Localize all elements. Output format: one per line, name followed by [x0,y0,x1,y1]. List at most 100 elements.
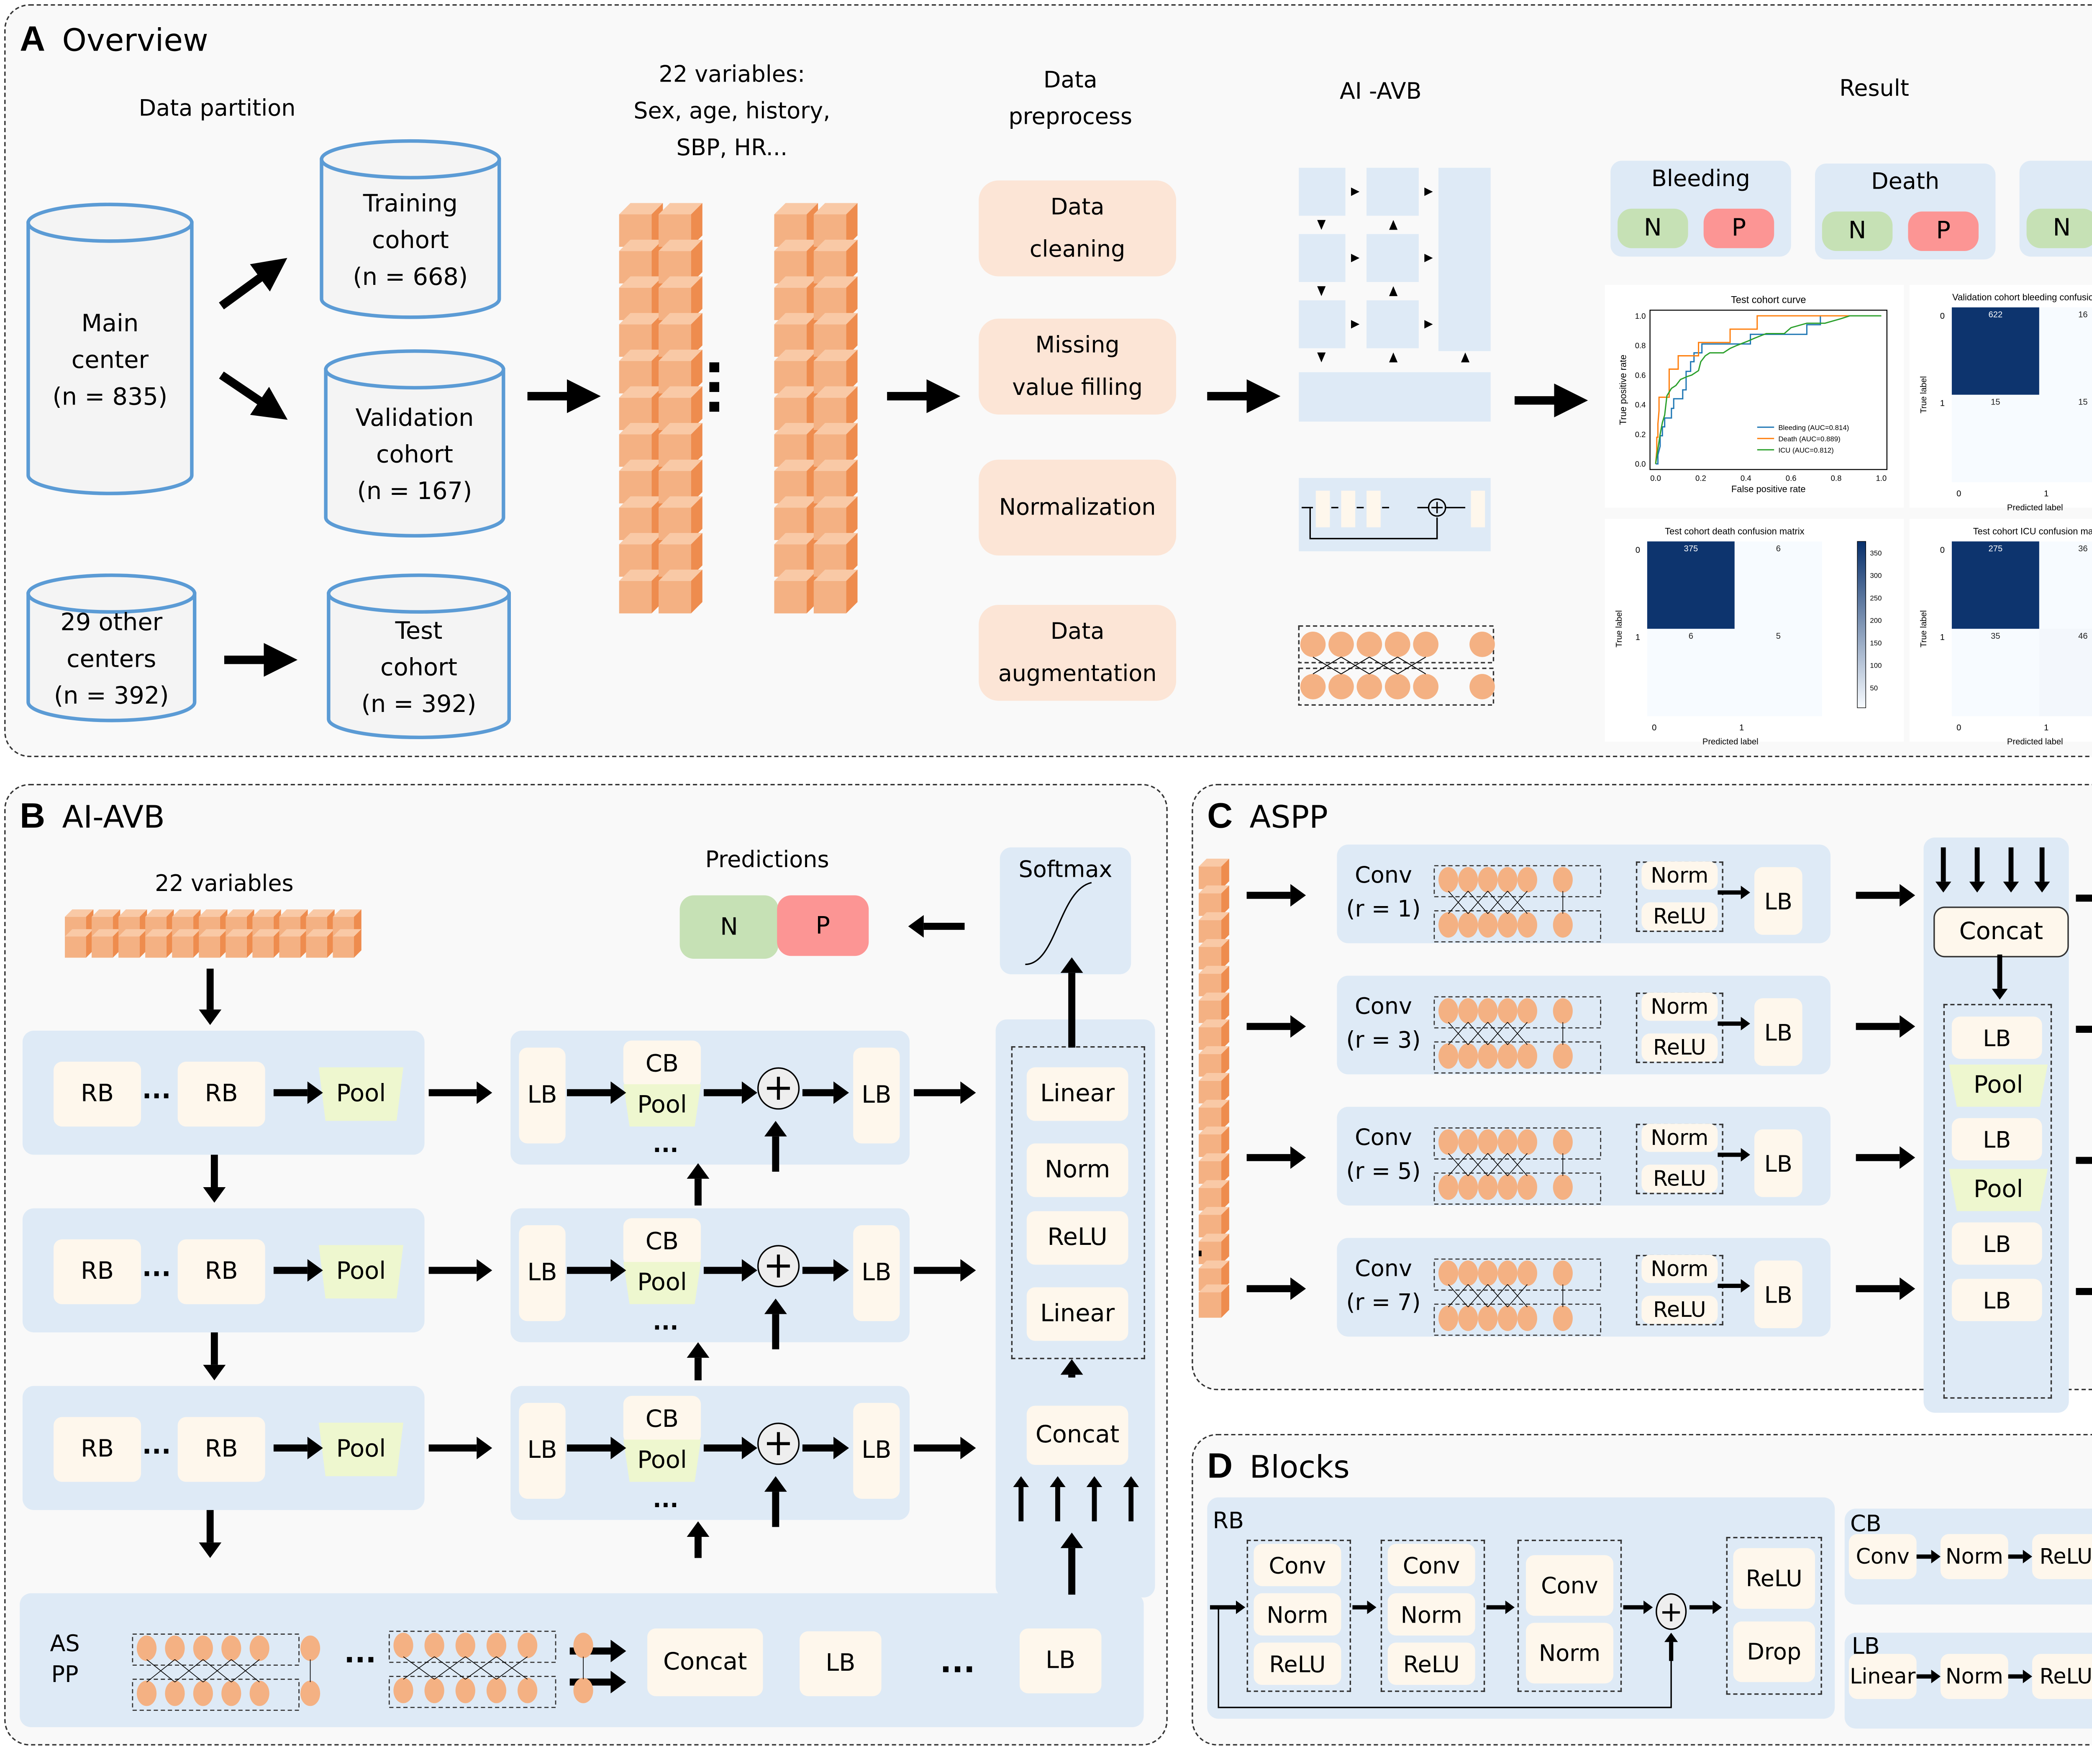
neuron-icon [1497,912,1518,938]
result-header: Result [1839,74,1909,102]
aspp-label-line: AS [50,1630,80,1657]
arrowhead-icon [741,1259,758,1282]
panel-letter: B [20,796,46,836]
arrowhead-icon [203,1365,226,1380]
variables-header-line: SBP, HR... [676,134,788,161]
arrowhead-icon [1060,957,1083,973]
cube-icon [1199,973,1221,996]
neuron-icon [1478,1043,1498,1069]
panel-c-arrows [1199,847,2092,1336]
matrix-cell [1951,307,2039,395]
chart-title: Test cohort death confusion matrix [1665,526,1804,536]
cube-icon [1199,1054,1221,1077]
cube-icon [199,936,220,958]
arrowhead-icon [960,1081,976,1104]
add-icon: + [757,1422,800,1465]
arrowhead-icon [307,1259,323,1282]
arrowhead-icon [2023,1669,2033,1683]
arrowhead-icon [908,915,924,938]
chart-title: Test cohort ICU confusion matrix [1973,526,2092,536]
cube-icon [774,581,807,614]
ellipsis: ... [653,1308,679,1335]
neuron-icon [486,1678,507,1703]
arrowhead-icon [687,1521,710,1537]
outcome-icu: ICUNP [2019,161,2092,257]
step-text: Missing [1035,331,1120,358]
neuron-icon [1497,1129,1518,1155]
ellipsis: ... [142,1075,171,1106]
arrowhead-icon [1935,881,1951,893]
panel-title: Blocks [1249,1451,1350,1486]
x-tick-label: 0.6 [1786,474,1797,482]
database-icon [327,573,511,740]
relu-block: ReLU [1641,1033,1718,1062]
matrix-cell [1951,394,2039,482]
y-tick-label: 1 [1636,633,1640,642]
rb-group-1 [1246,1539,1351,1692]
rb-block: RB [54,1062,141,1127]
cube-icon [1199,1080,1221,1103]
cube-icon [226,936,247,958]
neuron-icon [1517,912,1537,938]
ellipsis: ... [653,1131,679,1158]
neuron-icon [1478,1306,1498,1331]
conv-label: Conv [1355,992,1412,1019]
colorbar-tick: 350 [1870,549,1882,557]
lb-block: LB [853,1403,900,1499]
pool-block: Pool [623,1439,701,1482]
norm-block: Norm [1641,1124,1718,1152]
arrowhead-icon [1060,1359,1083,1375]
neuron-icon [1438,1260,1459,1286]
panel-title: Overview [62,24,208,59]
conv-rate-label: Conv(r = 7) [1334,1252,1433,1320]
rb-relu-out: ReLU [1733,1548,1815,1609]
neuron-icon [1328,674,1354,699]
neuron-icon [1458,998,1478,1024]
neuron-icon [165,1635,185,1661]
x-tick-label: 0.4 [1741,474,1751,482]
arrowhead-icon [764,1298,787,1314]
ellipsis: ... [142,1431,171,1461]
lb-block: LB [519,1047,566,1144]
cell-value: 15 [2078,397,2087,407]
aspp-branch-2 [1337,975,1831,1075]
aspp-concat: Concat [647,1628,763,1696]
cb-step: ReLU [2032,1534,2092,1580]
x-tick-label: 1 [2044,489,2048,498]
neuron-icon [1438,867,1459,893]
x-tick-label: 0.8 [1831,474,1842,482]
cell-value: 5 [1776,632,1781,641]
rb-block: RB [54,1239,141,1304]
lb-block: LB [1951,1279,2042,1321]
neuron-icon [1458,1174,1478,1200]
y-tick-label: 1 [1940,399,1945,408]
neuron-icon [1478,998,1498,1024]
step-text: Normalization [999,493,1156,520]
cube-icon [1199,1215,1221,1238]
softmax-label: Softmax [1018,855,1113,883]
database-icon [26,202,194,495]
arrowhead-icon [960,1259,976,1282]
x-tick-label: 0 [1956,723,1961,732]
neuron-icon [1478,912,1498,938]
cell-value: 6 [1689,632,1693,641]
relu-block: ReLU [1641,902,1718,931]
y-tick-label: 0.2 [1635,430,1646,439]
panel-a-title: A Overview [20,20,208,61]
arrowhead-icon [1643,1600,1653,1614]
arrowhead-icon [477,1081,492,1104]
neuron-icon [573,1633,593,1658]
relu-block: ReLU [1641,1295,1718,1324]
arrowhead-icon [741,1081,758,1104]
panel-letter: D [1207,1447,1233,1486]
cylinder-label-line: (n = 392) [54,682,169,711]
cube-icon [145,936,167,958]
cylinder-label-line: cohort [380,654,458,683]
neuron-icon [1497,1174,1518,1200]
